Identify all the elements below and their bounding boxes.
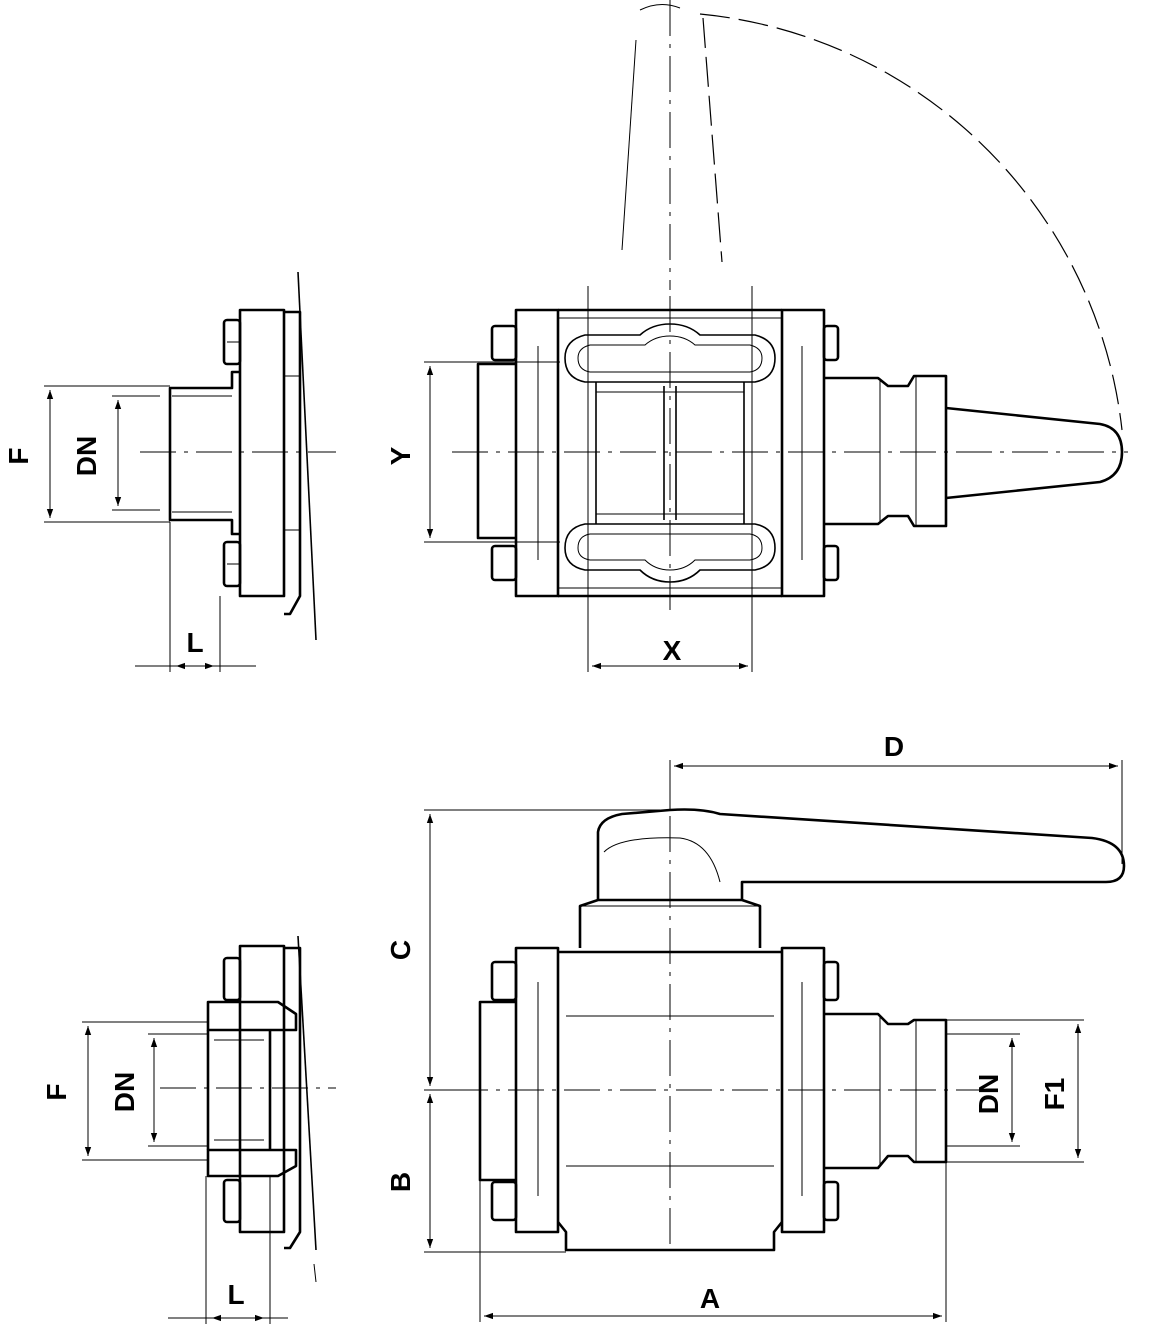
front-view: C B D A DN F1 <box>385 731 1126 1322</box>
top-view: Y X <box>385 0 1128 672</box>
dim-l-label: L <box>227 1279 244 1310</box>
side-view-top: F DN L <box>3 271 336 672</box>
dim-c-label: C <box>385 940 416 960</box>
side-view-bottom: F DN L <box>41 935 336 1324</box>
dim-dn-label: DN <box>109 1072 140 1112</box>
dim-f-label: F <box>41 1083 72 1100</box>
dim-l-label: L <box>186 627 203 658</box>
dim-b-label: B <box>385 1172 416 1192</box>
dim-x-label: X <box>663 635 682 666</box>
dim-a-label: A <box>700 1283 720 1314</box>
dim-f1-label: F1 <box>1039 1078 1070 1111</box>
dim-f-label: F <box>3 447 34 464</box>
dim-dn-label: DN <box>973 1074 1004 1114</box>
dim-y-label: Y <box>385 446 416 465</box>
dim-dn-label: DN <box>71 436 102 476</box>
dim-d-label: D <box>884 731 904 762</box>
